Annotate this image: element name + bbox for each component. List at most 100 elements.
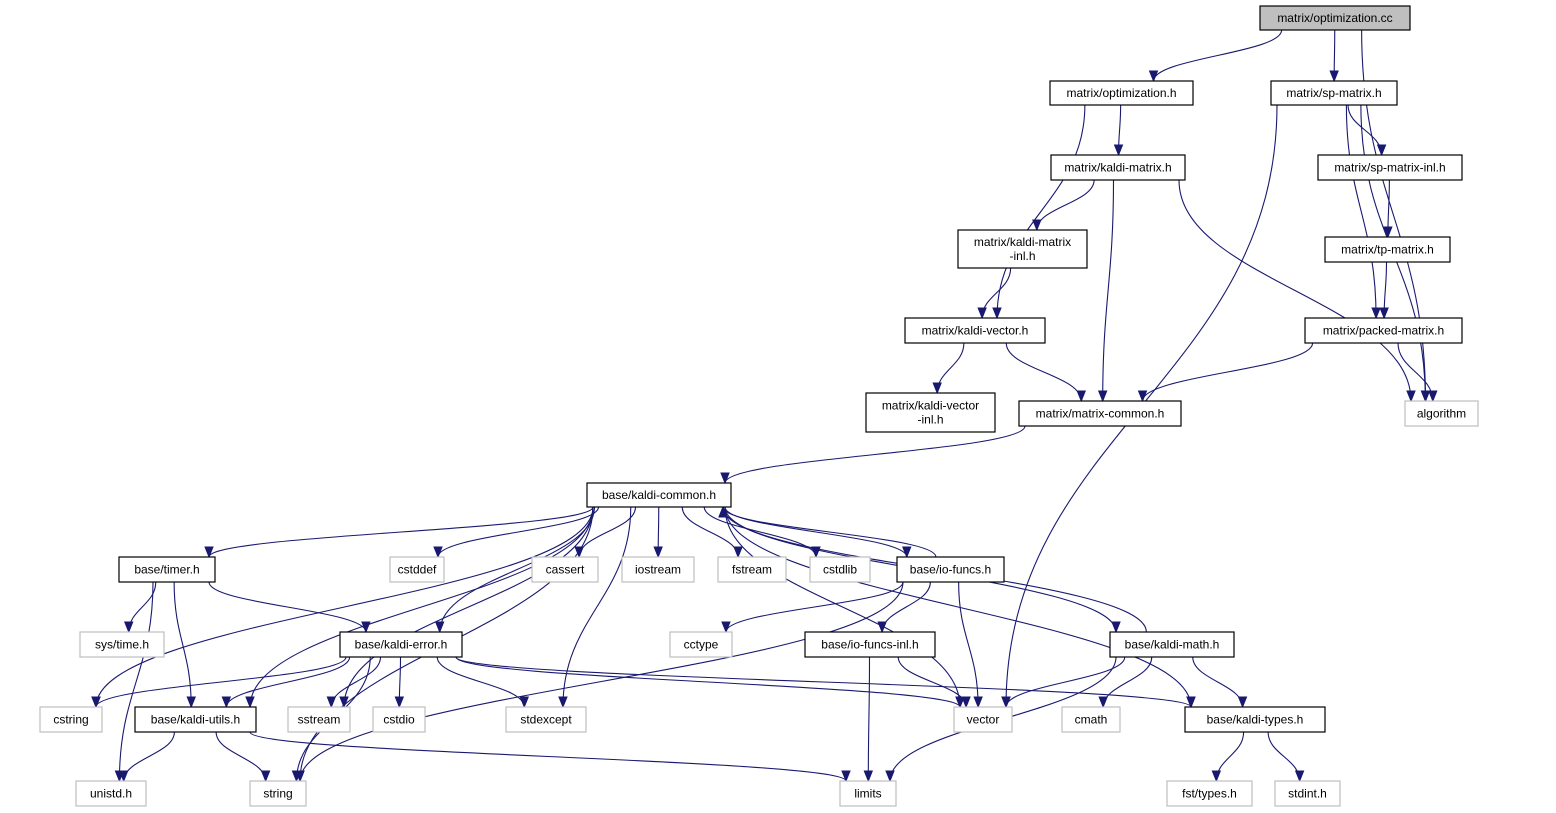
edge-iofuncs-to-vector <box>958 581 979 708</box>
edge-kerr-to-ktypes <box>455 656 1192 708</box>
node-opth[interactable]: matrix/optimization.h <box>1049 80 1194 106</box>
node-ioinl[interactable]: base/io-funcs-inl.h <box>804 631 936 658</box>
node-label: base/io-funcs-inl.h <box>821 638 918 652</box>
arrowhead-icon <box>1137 390 1148 403</box>
edge-kmath-to-vector <box>1005 656 1126 708</box>
node-box <box>39 706 103 733</box>
node-kutils[interactable]: base/kaldi-utils.h <box>134 706 257 733</box>
arrowhead-icon <box>1076 390 1086 403</box>
node-label: base/timer.h <box>134 563 199 577</box>
node-label: base/kaldi-utils.h <box>151 713 240 727</box>
node-timer[interactable]: base/timer.h <box>118 556 216 583</box>
node-label: vector <box>967 713 1000 727</box>
node-kmh[interactable]: matrix/kaldi-matrix.h <box>1050 154 1186 181</box>
edge-kerr-to-kutils <box>225 656 351 708</box>
edges <box>91 29 1438 783</box>
node-label: algorithm <box>1417 407 1466 421</box>
edge-timer-to-kutils <box>173 581 192 708</box>
node-label: cctype <box>684 638 719 652</box>
node-label: string <box>263 787 292 801</box>
arrowhead-icon <box>1032 219 1042 232</box>
edge-kvh-to-mch <box>1005 342 1082 402</box>
node-string[interactable]: string <box>249 780 307 807</box>
node-label: matrix/optimization.h <box>1066 86 1176 100</box>
node-pmh[interactable]: matrix/packed-matrix.h <box>1304 317 1463 344</box>
node-algorithm[interactable]: algorithm <box>1404 400 1479 427</box>
node-label: base/kaldi-math.h <box>1125 638 1220 652</box>
node-kch[interactable]: base/kaldi-common.h <box>586 482 732 508</box>
node-stdexcept[interactable]: stdexcept <box>505 706 587 733</box>
node-kvinl[interactable]: matrix/kaldi-vector-inl.h <box>865 392 996 433</box>
arrowhead-icon <box>885 770 895 783</box>
node-cctype[interactable]: cctype <box>669 631 733 658</box>
arrowhead-icon <box>1001 696 1011 709</box>
node-label: base/kaldi-types.h <box>1207 713 1304 727</box>
node-stdint[interactable]: stdint.h <box>1274 780 1341 807</box>
node-cmath[interactable]: cmath <box>1061 706 1121 733</box>
node-tph[interactable]: matrix/tp-matrix.h <box>1324 236 1451 263</box>
node-box <box>505 706 587 733</box>
node-label: cstdio <box>383 713 415 727</box>
edge-kutils-to-unistd <box>123 731 175 782</box>
node-box <box>957 229 1088 269</box>
node-kvh[interactable]: matrix/kaldi-vector.h <box>904 317 1046 344</box>
node-cstddef[interactable]: cstddef <box>389 556 445 583</box>
node-sph[interactable]: matrix/sp-matrix.h <box>1270 80 1398 106</box>
arrowhead-icon <box>361 621 371 634</box>
edge-mch-to-kch <box>724 425 1026 484</box>
node-label: matrix/tp-matrix.h <box>1341 243 1434 257</box>
arrowhead-icon <box>1186 696 1196 709</box>
node-kmath[interactable]: base/kaldi-math.h <box>1109 631 1235 658</box>
node-cstdlib[interactable]: cstdlib <box>809 556 871 583</box>
node-unistd[interactable]: unistd.h <box>75 780 147 807</box>
node-box <box>896 556 1005 583</box>
node-label: base/kaldi-common.h <box>602 488 716 502</box>
node-mch[interactable]: matrix/matrix-common.h <box>1018 400 1182 427</box>
node-iofuncs[interactable]: base/io-funcs.h <box>896 556 1005 583</box>
node-box <box>586 482 732 508</box>
node-kerr[interactable]: base/kaldi-error.h <box>339 631 463 658</box>
node-systime[interactable]: sys/time.h <box>79 631 165 658</box>
node-box <box>531 556 599 583</box>
edge-kch-to-cstdlib <box>703 506 817 558</box>
node-limits[interactable]: limits <box>839 780 897 807</box>
node-sstream[interactable]: sstream <box>287 706 351 733</box>
arrowhead-icon <box>204 546 214 559</box>
node-iostream[interactable]: iostream <box>621 556 695 583</box>
edge-sph-to-pmh <box>1345 104 1377 319</box>
arrowhead-icon <box>245 696 255 709</box>
edge-opth-to-kvh <box>996 104 1086 319</box>
edge-iofuncs-to-kch <box>722 506 937 558</box>
node-box <box>669 631 733 658</box>
node-ktypes[interactable]: base/kaldi-types.h <box>1184 706 1326 733</box>
node-vector[interactable]: vector <box>953 706 1013 733</box>
node-cstdio[interactable]: cstdio <box>372 706 426 733</box>
node-box <box>804 631 936 658</box>
node-label: matrix/optimization.cc <box>1277 11 1392 25</box>
node-cstring[interactable]: cstring <box>39 706 103 733</box>
edge-timer-to-unistd <box>118 581 154 782</box>
arrowhead-icon <box>932 382 942 395</box>
edge-kerr-to-cstring <box>95 656 347 708</box>
node-optcc[interactable]: matrix/optimization.cc <box>1259 5 1411 31</box>
node-spinl[interactable]: matrix/sp-matrix-inl.h <box>1317 154 1463 181</box>
edge-kmh-to-algorithm <box>1178 179 1412 402</box>
node-label: sstream <box>298 713 341 727</box>
arrowhead-icon <box>863 770 874 783</box>
node-box <box>1317 154 1463 181</box>
edge-kerr-to-sstream <box>330 656 382 708</box>
arrowhead-icon <box>841 770 851 783</box>
node-fsttypes[interactable]: fst/types.h <box>1166 780 1253 807</box>
edge-kch-to-sstream <box>343 506 594 708</box>
arrowhead-icon <box>1148 70 1159 83</box>
node-cassert[interactable]: cassert <box>531 556 599 583</box>
node-fstream[interactable]: fstream <box>717 556 787 583</box>
node-box <box>839 780 897 807</box>
edge-kmath-to-cmath <box>1102 656 1153 708</box>
node-kminl[interactable]: matrix/kaldi-matrix-inl.h <box>957 229 1088 269</box>
node-label: stdexcept <box>520 713 572 727</box>
node-box <box>904 317 1046 344</box>
edge-iofuncs-to-ioinl <box>881 581 931 633</box>
arrowhead-icon <box>1383 226 1393 239</box>
arrowhead-icon <box>961 696 971 709</box>
